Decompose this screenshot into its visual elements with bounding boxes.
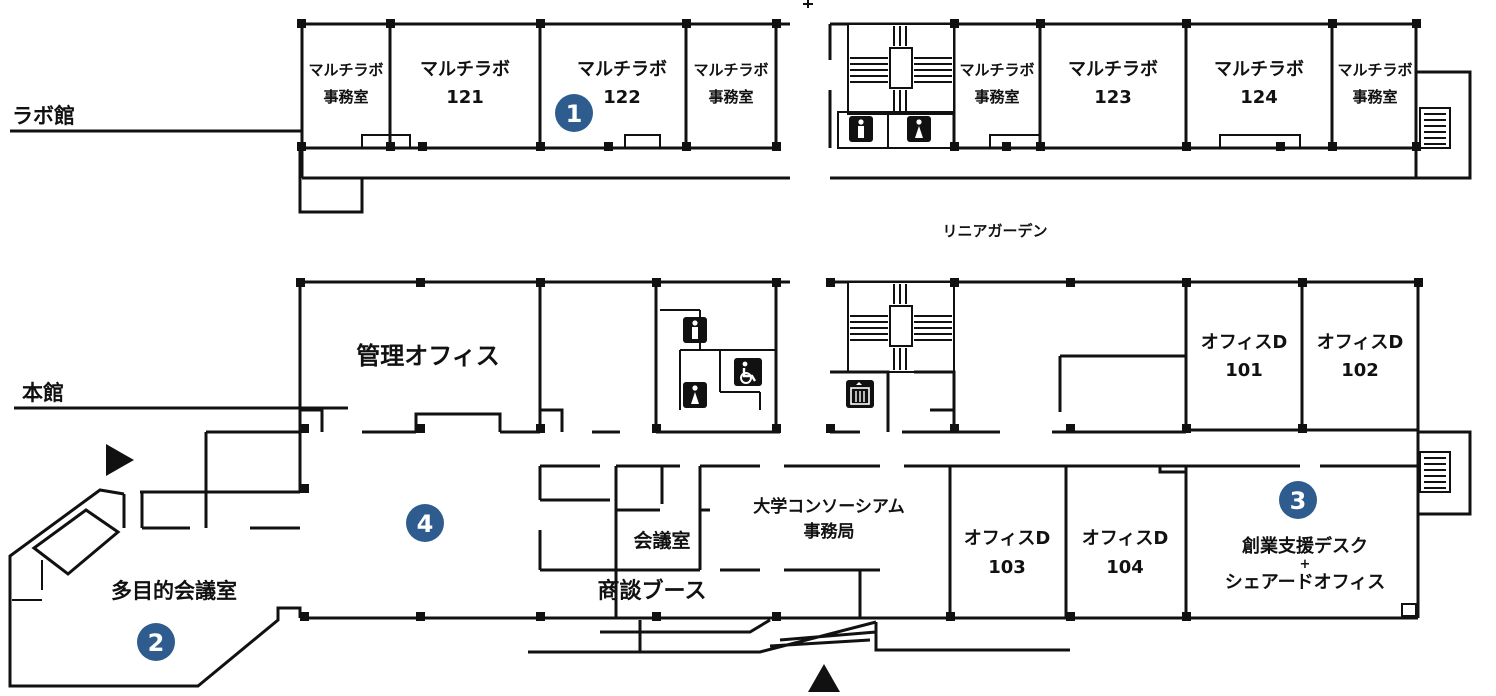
entrance-arrow-icon: [106, 444, 134, 476]
startup-line2: +: [1300, 557, 1311, 572]
lab-building-label: ラボ館: [12, 104, 75, 128]
marker-2-label: 2: [148, 629, 165, 657]
marker-3-label: 3: [1290, 487, 1307, 515]
lab-122-line1: マルチラボ: [577, 59, 667, 80]
marker-4-label: 4: [417, 510, 434, 538]
elevator-icon: [846, 380, 874, 408]
lab-124-line2: 124: [1240, 87, 1278, 108]
lab-124-line1: マルチラボ: [1214, 59, 1304, 80]
marker-3[interactable]: 3: [1279, 481, 1317, 519]
stairs-main-center: [847, 281, 955, 373]
lab-123-line2: 123: [1094, 87, 1132, 108]
toilet-icon: [849, 116, 873, 142]
lab-office-right1-line2: 事務室: [974, 88, 1019, 106]
consortium-line2: 事務局: [804, 521, 855, 542]
marker-4[interactable]: 4: [406, 504, 444, 542]
management-office-label: 管理オフィス: [356, 342, 500, 370]
office-d103-line1: オフィスD: [964, 528, 1051, 549]
lab-office-right2-line2: 事務室: [1352, 88, 1397, 106]
consortium-line1: 大学コンソーシアム: [753, 496, 904, 517]
lab-office-mid-line1: マルチラボ: [693, 61, 768, 79]
marker-1[interactable]: 1: [555, 94, 593, 132]
lab-office-left-line2: 事務室: [323, 88, 368, 106]
office-d102-line1: オフィスD: [1317, 332, 1404, 353]
lab-121-line1: マルチラボ: [420, 59, 510, 80]
room-lab-office-right2[interactable]: [1330, 22, 1418, 150]
toilet-icon: [683, 382, 707, 408]
lab-122-line2: 122: [603, 87, 641, 108]
lab-office-right2-line1: マルチラボ: [1337, 61, 1412, 79]
lab-121-line2: 121: [446, 87, 484, 108]
marker-2[interactable]: 2: [137, 623, 175, 661]
room-lab-office-right1[interactable]: [952, 22, 1042, 150]
office-d103-line2: 103: [988, 557, 1026, 578]
toilet-icon: [683, 317, 707, 343]
office-d104-line2: 104: [1106, 557, 1144, 578]
office-d102-line2: 102: [1341, 360, 1379, 381]
lab-123-line1: マルチラボ: [1068, 59, 1158, 80]
business-booth-label: 商談ブース: [598, 578, 707, 604]
courtyard-label: リニアガーデン: [942, 222, 1047, 240]
room-office-d101[interactable]: [1184, 280, 1304, 432]
lab-building: マルチラボ 事務室 マルチラボ 121 マルチラボ 122 マルチラボ 事務室 …: [297, 0, 1472, 214]
lab-office-mid-line2: 事務室: [708, 88, 753, 106]
room-lab-122[interactable]: [538, 22, 688, 150]
marker-1-label: 1: [566, 100, 583, 128]
main-building: 管理オフィス オフィスD 101 オフィスD 102 オフィスD 103 オフィ…: [8, 278, 1472, 688]
room-lab-121[interactable]: [388, 22, 542, 150]
lab-office-left-line1: マルチラボ: [308, 61, 383, 79]
toilet-icon: [907, 116, 931, 142]
startup-line3: シェアードオフィス: [1225, 572, 1386, 593]
room-office-d102[interactable]: [1300, 280, 1420, 432]
room-lab-office-mid[interactable]: [684, 22, 778, 150]
multipurpose-room-label: 多目的会議室: [111, 579, 237, 603]
room-lab-124[interactable]: [1184, 22, 1334, 150]
wheelchair-icon: [734, 358, 762, 386]
stairs-lab-center: [847, 23, 955, 115]
main-building-label: 本館: [22, 381, 64, 405]
stairs-lab-right: [1419, 107, 1451, 149]
startup-line1: 創業支援デスク: [1241, 535, 1368, 557]
lab-office-right1-line1: マルチラボ: [959, 61, 1034, 79]
office-d101-line1: オフィスD: [1201, 332, 1288, 353]
room-lab-123[interactable]: [1038, 22, 1188, 150]
conference-room-label: 会議室: [633, 529, 690, 552]
room-lab-office-left[interactable]: [300, 22, 392, 150]
office-d101-line2: 101: [1225, 360, 1263, 381]
entrance-arrow-icon: [808, 664, 840, 692]
office-d104-line1: オフィスD: [1082, 528, 1169, 549]
stairs-main-right: [1419, 451, 1451, 493]
